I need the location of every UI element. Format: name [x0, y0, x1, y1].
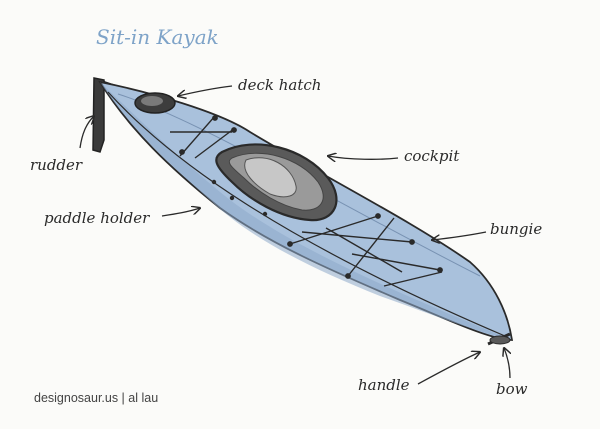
label-handle: handle — [358, 376, 410, 394]
credit-line: designosaur.us | al lau — [34, 391, 159, 405]
arrow-cockpit — [328, 156, 399, 159]
label-bow: bow — [496, 380, 528, 398]
arrow-rudder — [79, 116, 94, 149]
deck-hatch — [134, 92, 176, 114]
arrow-paddle-holder — [161, 208, 200, 217]
label-deck-hatch: deck hatch — [238, 76, 322, 94]
label-rudder: rudder — [30, 156, 83, 174]
label-bungie: bungie — [490, 220, 543, 238]
arrow-handle — [417, 352, 480, 385]
arrow-bungie — [432, 231, 487, 240]
paddle-holder — [211, 179, 268, 217]
arrow-deck-hatch — [178, 85, 233, 96]
bow-handle — [487, 332, 511, 346]
cockpit — [215, 143, 338, 222]
label-cockpit: cockpit — [404, 147, 460, 165]
diagram-title: Sit-in Kayak — [96, 25, 219, 49]
leader-arrows — [79, 85, 510, 385]
bow-bungie — [287, 213, 443, 287]
stern-bungie — [170, 115, 237, 159]
arrow-bow — [504, 348, 510, 379]
label-paddle-holder: paddle holder — [44, 209, 150, 227]
